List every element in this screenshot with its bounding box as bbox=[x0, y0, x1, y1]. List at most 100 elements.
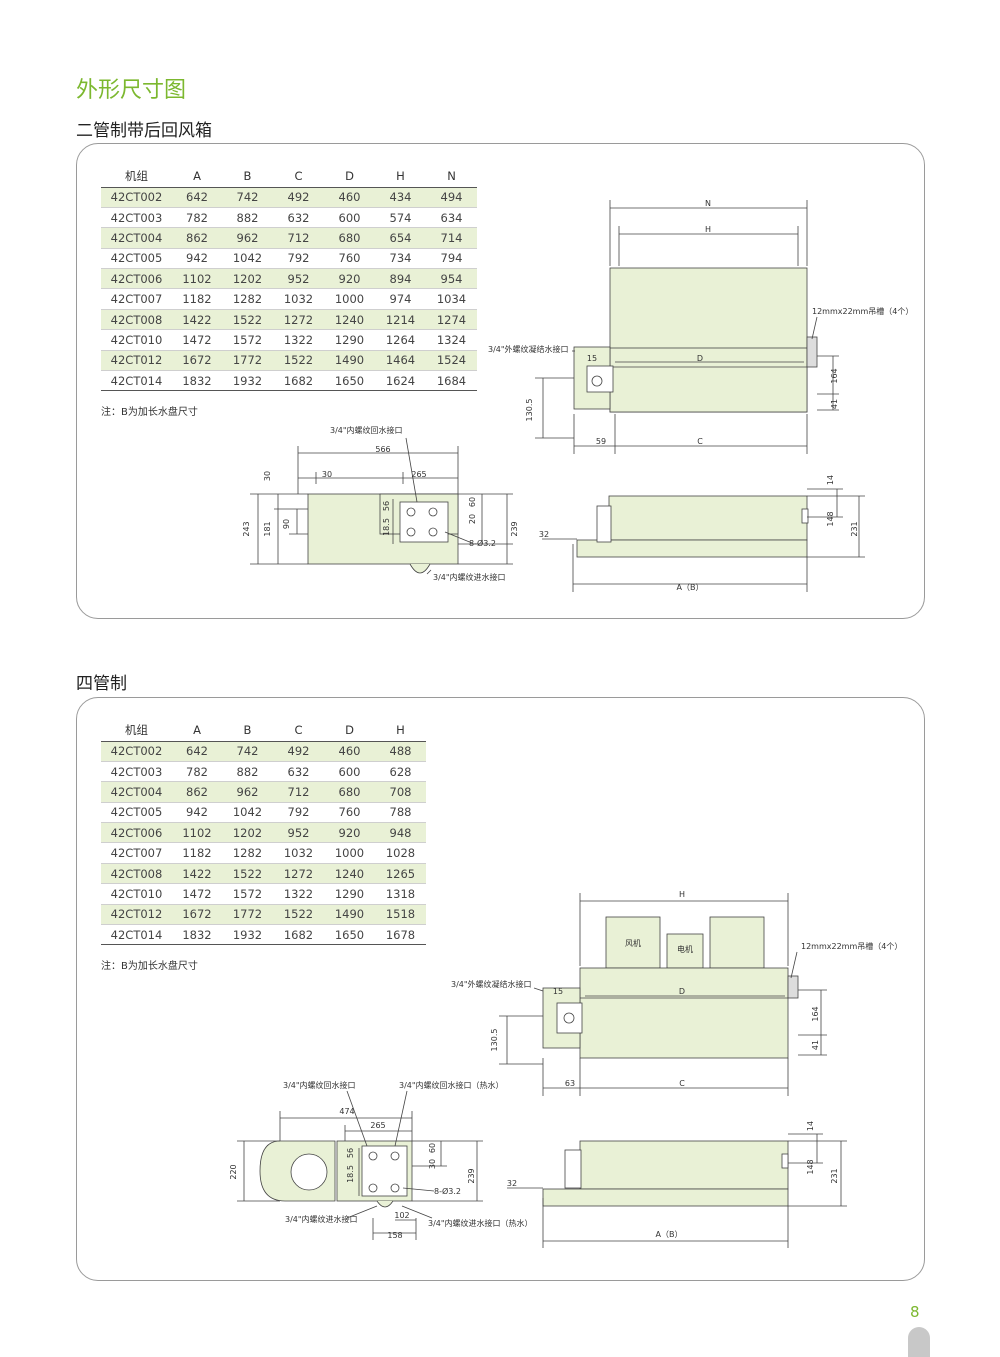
section2-title: 四管制 bbox=[76, 674, 127, 694]
value-cell: 642 bbox=[172, 187, 222, 208]
value-cell: 1202 bbox=[222, 268, 273, 289]
value-cell: 494 bbox=[426, 187, 477, 208]
value-cell: 1572 bbox=[232, 332, 263, 347]
col-header: A bbox=[172, 166, 222, 188]
value-cell: 1932 bbox=[232, 373, 263, 388]
s1-top-valve-knob bbox=[591, 375, 603, 387]
model-cell: 42CT008 bbox=[101, 863, 172, 884]
value-cell: 680 bbox=[324, 227, 375, 249]
s2-top-valve bbox=[556, 1002, 583, 1034]
col-header: H bbox=[375, 166, 426, 188]
value-cell: 1290 bbox=[334, 332, 365, 347]
section2-drawings: H 风机 电机 D C 15 63 130.5 164 41 474 265 2… bbox=[229, 890, 902, 1248]
col-header: C bbox=[273, 720, 324, 742]
s1-label-243: 243 bbox=[242, 521, 251, 536]
s1-label-hanger: 12mmx22mm吊槽（4个） bbox=[812, 306, 913, 316]
col-header: N bbox=[426, 166, 477, 188]
s2-label-32: 32 bbox=[507, 1179, 517, 1188]
value-cell: 1524 bbox=[426, 350, 477, 371]
value-cell: 1000 bbox=[334, 846, 365, 861]
section1-drawings: N H D C 15 59 130.5 164 41 566 30 265 30… bbox=[242, 199, 913, 592]
s1-front-body bbox=[608, 495, 808, 541]
s2-label-164: 164 bbox=[811, 1006, 820, 1021]
value-cell: 1042 bbox=[232, 805, 263, 820]
s1-top-base bbox=[609, 347, 808, 413]
value-cell: 1518 bbox=[375, 904, 426, 925]
value-cell: 712 bbox=[273, 781, 324, 803]
s1-front-base bbox=[576, 539, 808, 558]
s1-label-231: 231 bbox=[850, 521, 859, 536]
value-cell: 1672 bbox=[172, 350, 222, 371]
s1-label-ab: A（B） bbox=[677, 583, 704, 592]
value-cell: 1102 bbox=[172, 822, 222, 843]
s1-label-60: 60 bbox=[468, 497, 477, 507]
col-header: H bbox=[375, 720, 426, 742]
value-cell: 628 bbox=[389, 764, 412, 779]
value-cell: 634 bbox=[440, 210, 463, 225]
s2-front-clip bbox=[781, 1153, 789, 1169]
s1-label-56: 56 bbox=[382, 501, 391, 511]
s1-label-30a: 30 bbox=[263, 471, 272, 481]
value-cell: 1000 bbox=[334, 292, 365, 307]
value-cell: 782 bbox=[186, 210, 208, 225]
section1-note: 注：B为加长水盘尺寸 bbox=[101, 407, 198, 418]
s1-label-130: 130.5 bbox=[525, 399, 534, 422]
s2-label-14: 14 bbox=[806, 1121, 815, 1131]
value-cell: 1682 bbox=[283, 373, 314, 388]
value-cell: 654 bbox=[375, 227, 426, 249]
s1-label-n: N bbox=[705, 199, 711, 208]
value-cell: 1932 bbox=[232, 927, 263, 942]
s2-label-ab: A（B） bbox=[656, 1230, 683, 1239]
value-cell: 1832 bbox=[182, 927, 212, 942]
s2-label-56: 56 bbox=[346, 1148, 355, 1158]
value-cell: 942 bbox=[186, 251, 208, 266]
s1-label-inl: 3/4"内螺纹进水接口 bbox=[433, 572, 506, 582]
value-cell: 1682 bbox=[283, 927, 314, 942]
model-cell: 42CT012 bbox=[101, 904, 172, 925]
s2-side-drain bbox=[376, 1200, 394, 1208]
col-header: B bbox=[222, 166, 273, 188]
value-cell: 600 bbox=[338, 210, 361, 225]
s2-front-base bbox=[542, 1188, 789, 1207]
value-cell: 1214 bbox=[375, 309, 426, 330]
page-number: 8 bbox=[910, 1303, 920, 1321]
col-header: A bbox=[172, 720, 222, 742]
s2-label-148: 148 bbox=[806, 1159, 815, 1174]
s1-front-clip bbox=[801, 508, 809, 524]
s2-label-220: 220 bbox=[229, 1164, 238, 1179]
s2-label-h: H bbox=[679, 890, 685, 899]
model-cell: 42CT014 bbox=[110, 927, 163, 942]
s1-label-15: 15 bbox=[587, 354, 597, 363]
value-cell: 1264 bbox=[385, 332, 416, 347]
value-cell: 632 bbox=[287, 210, 310, 225]
value-cell: 632 bbox=[287, 764, 310, 779]
value-cell: 1672 bbox=[172, 904, 222, 925]
s1-label-185: 18.5 bbox=[382, 518, 391, 536]
s2-label-239: 239 bbox=[467, 1168, 476, 1183]
value-cell: 1522 bbox=[273, 350, 324, 371]
value-cell: 1522 bbox=[222, 309, 273, 330]
value-cell: 714 bbox=[426, 227, 477, 249]
model-cell: 42CT006 bbox=[101, 822, 172, 843]
value-cell: 1282 bbox=[232, 292, 263, 307]
s1-side-drain bbox=[409, 563, 431, 574]
value-cell: 1522 bbox=[222, 863, 273, 884]
model-cell: 42CT003 bbox=[110, 764, 163, 779]
s2-fan-box bbox=[605, 916, 661, 969]
value-cell: 1832 bbox=[182, 373, 212, 388]
value-cell: 1202 bbox=[222, 822, 273, 843]
s2-label-63: 63 bbox=[565, 1079, 575, 1088]
value-cell: 1472 bbox=[182, 332, 212, 347]
value-cell: 1032 bbox=[283, 292, 314, 307]
value-cell: 942 bbox=[186, 805, 208, 820]
col-header: B bbox=[222, 720, 273, 742]
s1-label-566: 566 bbox=[375, 445, 390, 454]
